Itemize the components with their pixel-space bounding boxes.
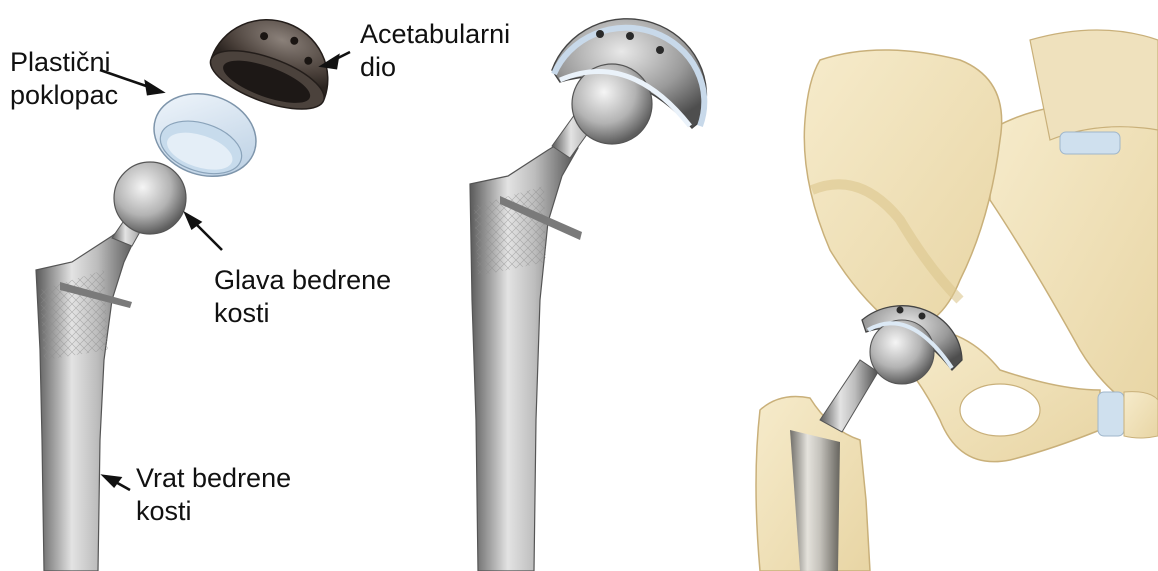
- label-plastic-cover-line2: poklopac: [10, 79, 118, 112]
- femoral-head-right: [870, 320, 934, 384]
- label-plastic-cover-line1: Plastični: [10, 46, 118, 79]
- label-femoral-neck-line1: Vrat bedrene: [136, 462, 291, 495]
- ilium: [804, 50, 1001, 330]
- assembled-implant: [470, 19, 706, 571]
- label-acetabular: Acetabularni dio: [360, 18, 510, 84]
- obturator-foramen: [960, 384, 1040, 436]
- label-plastic-cover: Plastični poklopac: [10, 46, 118, 112]
- label-acetabular-line2: dio: [360, 51, 510, 84]
- pubic-symphysis: [1098, 392, 1124, 436]
- femoral-head-ball: [114, 162, 186, 234]
- intervertebral-disc: [1060, 132, 1120, 154]
- label-femoral-head: Glava bedrene kosti: [214, 264, 391, 330]
- pelvis-with-implant: [756, 30, 1158, 571]
- vertebra: [1030, 30, 1158, 140]
- neck-right: [820, 360, 878, 432]
- label-femoral-head-line2: kosti: [214, 297, 391, 330]
- label-femoral-neck-line2: kosti: [136, 495, 291, 528]
- label-femoral-head-line1: Glava bedrene: [214, 264, 391, 297]
- label-acetabular-line1: Acetabularni: [360, 18, 510, 51]
- femoral-head-middle: [572, 64, 652, 144]
- label-femoral-neck: Vrat bedrene kosti: [136, 462, 291, 528]
